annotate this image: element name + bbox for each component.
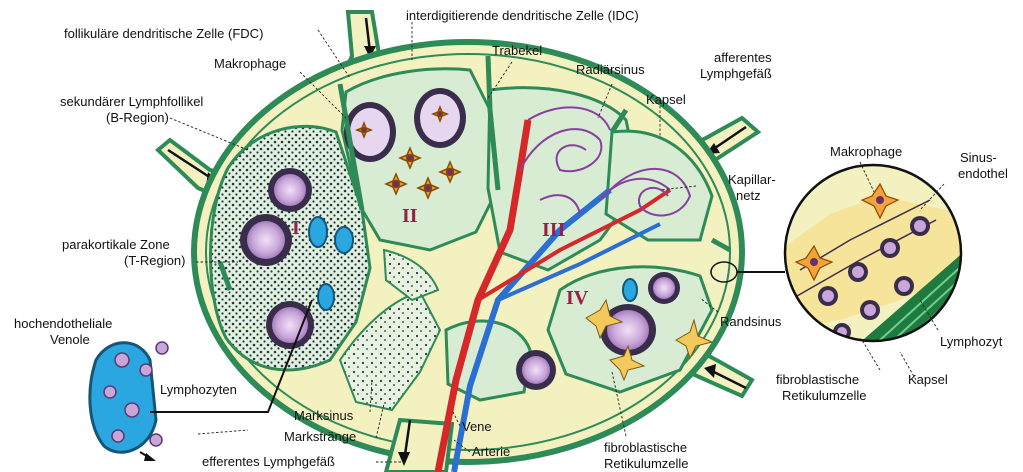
label-arterie: Arterie [472,444,510,459]
label-afferentes-1: afferentes [714,50,772,65]
label-idc: interdigitierende dendritische Zelle (ID… [406,8,639,23]
label-vene: Vene [462,419,492,434]
label-hochendo-2: Venole [50,332,90,347]
label-marksinus: Marksinus [294,408,354,423]
label-inset-kapsel: Kapsel [908,372,948,387]
label-inset-fibro-2: Retikulumzelle [782,388,867,403]
label-fdc: follikuläre dendritische Zelle (FDC) [64,26,263,41]
label-radiaersinus: Radiärsinus [576,62,645,77]
label-inset-sinus-1: Sinus- [960,150,997,165]
label-afferentes-2: Lymphgefäß [700,66,772,81]
region-IV-label: IV [566,287,589,309]
label-parakortikal-1: parakortikale Zone [62,237,170,252]
label-kapsel: Kapsel [646,92,686,107]
inset-detail [780,165,966,360]
label-fibro-bottom-1: fibroblastische [604,440,687,455]
region-III-label: III [542,219,566,241]
label-markstraenge: Markstränge [284,429,356,444]
label-fibro-bottom-2: Retikulumzelle [604,456,689,471]
label-inset-fibro-1: fibroblastische [776,372,859,387]
label-inset-makrophage: Makrophage [830,144,902,159]
label-trabekel: Trabekel [492,43,542,58]
label-inset-sinus-2: endothel [958,166,1008,181]
region-II-label: II [402,205,418,227]
label-makrophage: Makrophage [214,56,286,71]
region-I-follicle-zone [211,126,371,370]
region-I-label: I [292,217,300,239]
label-inset-lymphozyt: Lymphozyt [940,334,1003,349]
label-kapillarnetz-1: Kapillar- [728,172,776,187]
label-sek-follikel-1: sekundärer Lymphfollikel [60,94,203,109]
label-parakortikal-2: (T-Region) [124,253,185,268]
label-randsinus: Randsinus [720,314,782,329]
label-efferentes: efferentes Lymphgefäß [202,454,335,469]
label-hochendo-1: hochendotheliale [14,316,112,331]
label-kapillarnetz-2: netz [736,188,761,203]
label-lymphozyten: Lymphozyten [160,382,237,397]
high-endothelial-venule [90,342,168,461]
label-sek-follikel-2: (B-Region) [106,110,169,125]
